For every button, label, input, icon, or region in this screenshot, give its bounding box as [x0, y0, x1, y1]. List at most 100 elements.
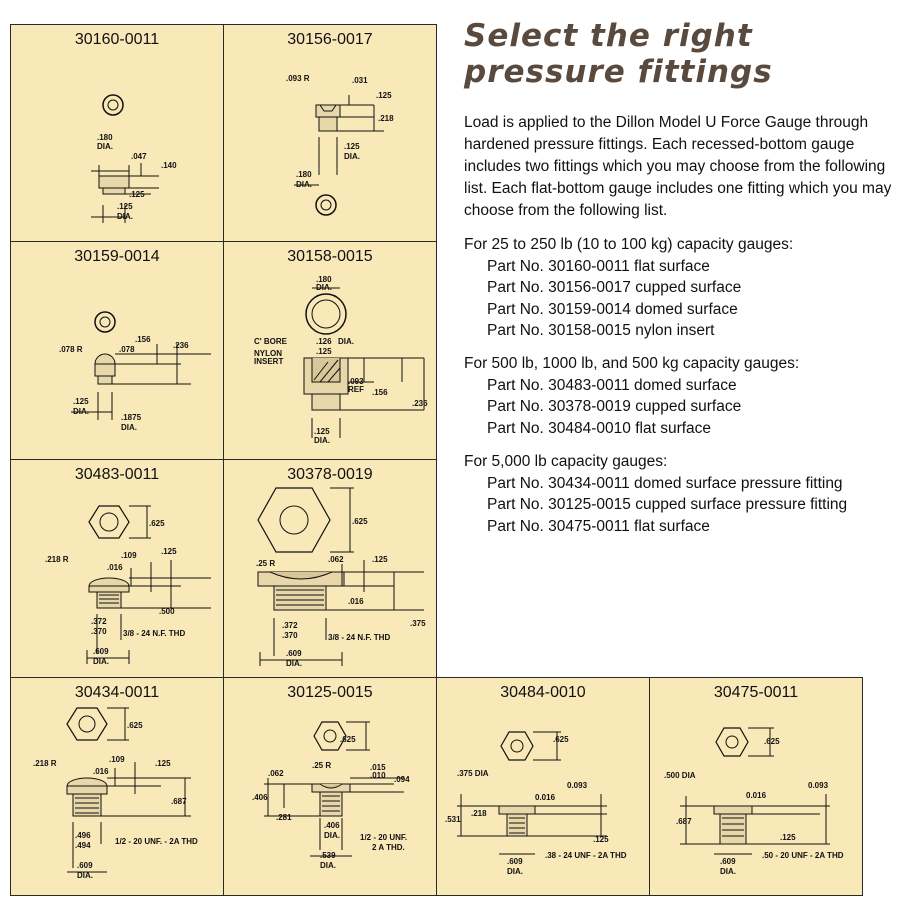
dim-label: .218 R: [45, 555, 69, 564]
dim-label: .094: [394, 775, 410, 784]
dim-label: .25 R: [312, 761, 331, 770]
part-list-item: Part No. 30378-0019 cupped surface: [487, 398, 742, 415]
fitting-diagram: .625 .500 DIA 0.093 0.016 .687 .125 .609…: [664, 727, 844, 876]
dim-label: DIA.: [720, 867, 736, 876]
group-header: For 25 to 250 lb (10 to 100 kg) capacity…: [464, 236, 794, 253]
part-list-item: Part No. 30484-0010 flat surface: [487, 419, 712, 437]
dim-label: .236: [173, 341, 189, 350]
dim-label: 3/8 - 24 N.F. THD: [328, 633, 390, 642]
fitting-panel-30378: 30378-0019 .25 R .625 .062 .125 .016 .37…: [223, 459, 437, 678]
dim-label: .125: [155, 759, 171, 768]
dim-label: DIA.: [314, 436, 330, 445]
dim-label: .375: [410, 619, 426, 628]
part-number: 30160-0011: [74, 31, 160, 48]
dim-label: .062: [328, 555, 344, 564]
part-list-item: Part No. 30156-0017 cupped surface: [487, 279, 742, 296]
dim-label: DIA.: [338, 337, 354, 346]
dim-label: .370: [282, 631, 298, 640]
dim-label: .031: [352, 76, 368, 85]
title-line-2: pressure fittings: [464, 54, 773, 90]
part-number: 30434-0011: [74, 684, 160, 701]
dim-label: 1/2 - 20 UNF.: [360, 833, 407, 842]
dim-label: .625: [352, 517, 368, 526]
dim-label: .496: [75, 831, 91, 840]
fitting-diagram: .078 R .078 .156 .236 .125 DIA. .1875 DI…: [59, 311, 211, 432]
dim-label: .609: [77, 861, 93, 870]
dim-label: DIA.: [320, 861, 336, 870]
dim-label: .375 DIA: [457, 769, 489, 778]
dim-label: .625: [553, 735, 569, 744]
fitting-diagram: .180 DIA. C' BORE .126 DIA. .125 NYLON I…: [254, 275, 428, 445]
dim-label: .047: [131, 152, 147, 161]
fitting-panel-30484: 30484-0010 .625 .375 DIA 0.093 0.016 .21…: [436, 677, 650, 896]
dim-label: .125: [372, 555, 388, 564]
dim-label: 3/8 - 24 N.F. THD: [123, 629, 185, 638]
dim-label: .156: [135, 335, 151, 344]
dim-label: .125: [593, 835, 609, 844]
dim-label: .125: [161, 547, 177, 556]
dim-label: DIA.: [507, 867, 523, 876]
dim-label: .625: [764, 737, 780, 746]
fitting-panel-30159: 30159-0014 .078 R .078 .156 .236 .125 DI…: [10, 241, 224, 460]
dim-label: INSERT: [254, 357, 283, 366]
fitting-panel-30158: 30158-0015 .180 DIA. C' BORE .126 DIA. .…: [223, 241, 437, 460]
dim-label: 0.093: [567, 781, 588, 790]
dim-label: DIA.: [73, 407, 89, 416]
dim-label: .093 R: [286, 74, 310, 83]
dim-label: .016: [93, 767, 109, 776]
dim-label: DIA.: [93, 657, 109, 666]
dim-label: .372: [282, 621, 298, 630]
dim-label: .50 - 20 UNF - 2A THD: [762, 851, 844, 860]
dim-label: .406: [324, 821, 340, 830]
dim-label: .125: [117, 202, 133, 211]
fitting-panel-30125: 30125-0015 .625 .062 .25 R .015 .010 .09…: [223, 677, 437, 896]
dim-label: DIA.: [117, 212, 133, 221]
part-list-item: Part No. 30158-0015 nylon insert: [487, 322, 715, 339]
dim-label: DIA.: [97, 142, 113, 151]
dim-label: .125: [780, 833, 796, 842]
group-header: For 500 lb, 1000 lb, and 500 kg capacity…: [464, 355, 800, 372]
dim-label: .010: [370, 771, 386, 780]
dim-label: .109: [121, 551, 137, 560]
part-number: 30158-0015: [287, 248, 373, 265]
dim-label: .180: [316, 275, 332, 284]
dim-label: .625: [127, 721, 143, 730]
dim-label: DIA.: [77, 871, 93, 880]
dim-label: 1/2 - 20 UNF. - 2A THD: [115, 837, 198, 846]
intro-paragraph: Load is applied to the Dillon Model U Fo…: [464, 114, 892, 219]
dim-label: .109: [109, 755, 125, 764]
dim-label: 0.016: [535, 793, 556, 802]
dim-label: .218: [378, 114, 394, 123]
dim-label: .125: [316, 347, 332, 356]
capacity-group-5000: For 5,000 lb capacity gauges: Part No. 3…: [464, 451, 900, 537]
fitting-panel-30483: 30483-0011 .218 R .625 .109 .125 .016 .5…: [10, 459, 224, 678]
dim-label: .125: [73, 397, 89, 406]
fitting-diagram: .218 R .625 .109 .125 .016 .687 .496 .49…: [33, 707, 198, 880]
dim-label: .218 R: [33, 759, 57, 768]
dim-label: 0.093: [808, 781, 829, 790]
dim-label: .370: [91, 627, 107, 636]
dim-label: .500: [159, 607, 175, 616]
fitting-diagram: .093 R .031 .125 .218 .125 DIA. .180 DIA…: [286, 74, 394, 216]
dim-label: .38 - 24 UNF - 2A THD: [545, 851, 627, 860]
dim-label: .125: [314, 427, 330, 436]
dim-label: .016: [107, 563, 123, 572]
part-number: 30159-0014: [74, 248, 160, 265]
part-list-item: Part No. 30125-0015 cupped surface press…: [487, 496, 848, 513]
dim-label: DIA.: [121, 423, 137, 432]
dim-label: 0.016: [746, 791, 767, 800]
dim-label: .406: [252, 793, 268, 802]
dim-label: .609: [286, 649, 302, 658]
part-number: 30483-0011: [74, 466, 160, 483]
part-list-item: Part No. 30434-0011 domed surface pressu…: [487, 474, 843, 492]
part-number: 30484-0010: [500, 684, 586, 701]
dim-label: .1875: [121, 413, 142, 422]
dim-label: .609: [93, 647, 109, 656]
dim-label: DIA.: [344, 152, 360, 161]
dim-label: REF: [348, 385, 364, 394]
dim-label: .236: [412, 399, 428, 408]
fitting-diagram: .625 .375 DIA 0.093 0.016 .218 .531 .125…: [445, 731, 627, 876]
dim-label: .125: [344, 142, 360, 151]
dim-label: .531: [445, 815, 461, 824]
group-header: For 5,000 lb capacity gauges:: [464, 453, 668, 470]
